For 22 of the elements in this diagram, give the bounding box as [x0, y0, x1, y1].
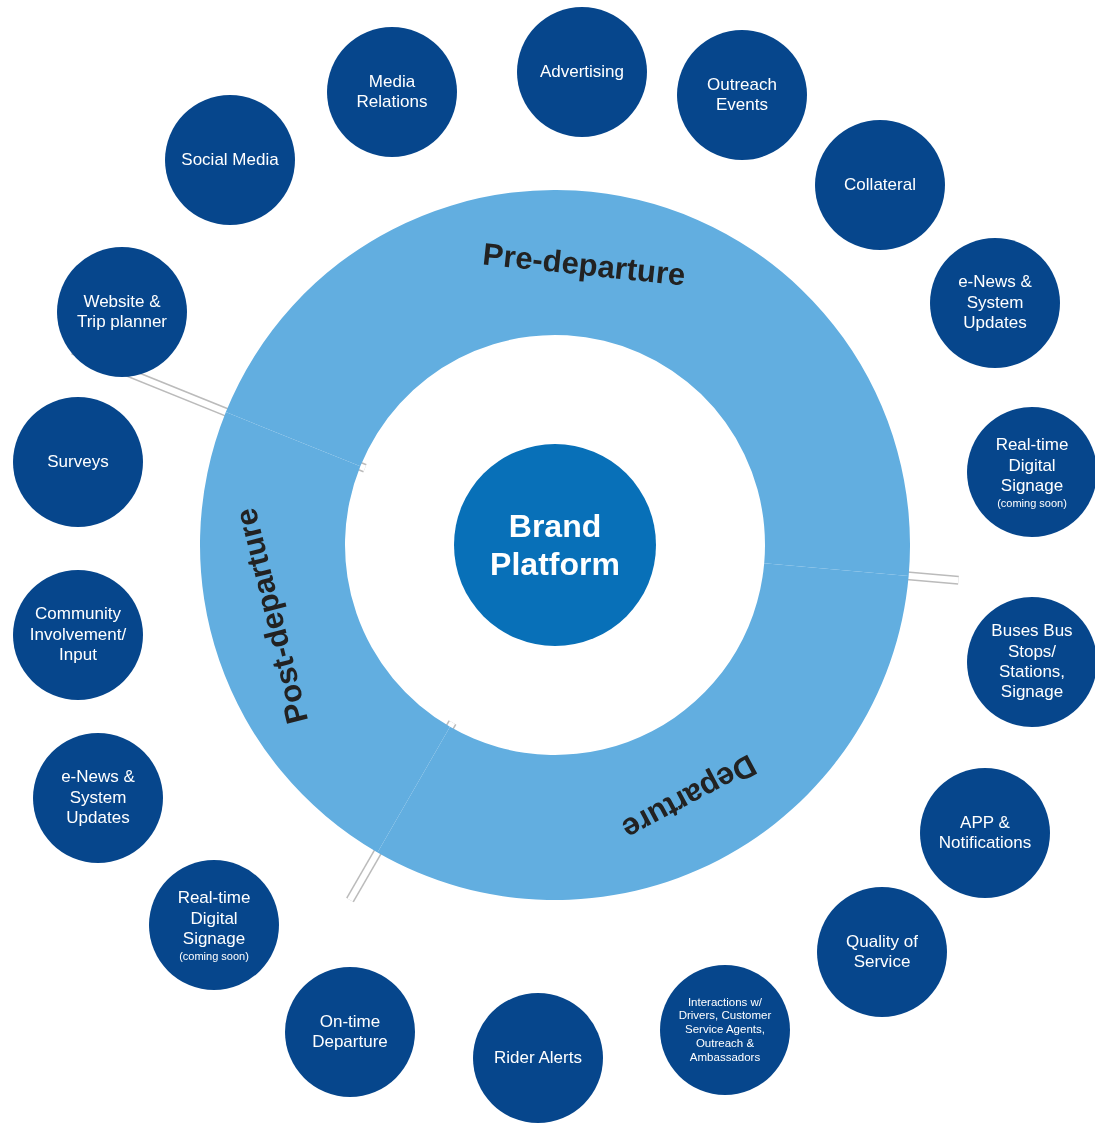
circle-label: Collateral: [844, 174, 916, 196]
circle-label: Brand Platform: [489, 506, 621, 584]
circle-label: e-News & System Updates: [957, 272, 1033, 334]
circle-label: Media Relations: [355, 71, 429, 113]
circle-label: Advertising: [539, 61, 625, 83]
segment-label: Pre-departure: [481, 236, 688, 294]
circle-label: Outreach Events: [706, 74, 778, 116]
circle-label: On-time Departure: [311, 1011, 389, 1053]
circle-label: Real-time Digital Signage: [176, 888, 252, 950]
circle-label: Community Involvement/ Input: [28, 604, 128, 666]
circle-label: Social Media: [181, 149, 279, 171]
circle-label: APP & Notifications: [937, 812, 1033, 854]
circle-label: e-News & System Updates: [60, 767, 136, 829]
circle-label: Buses Bus Stops/ Stations, Signage: [990, 621, 1074, 703]
circle-label: Rider Alerts: [494, 1047, 582, 1069]
note-text: (coming soon): [179, 949, 249, 962]
circle-label: Surveys: [47, 451, 109, 473]
circle-label: Interactions w/ Drivers, Customer Service Agents, Outreach & Ambassadors: [677, 995, 773, 1065]
note-text: (coming soon): [997, 496, 1067, 509]
circle-label: Real-time Digital Signage: [994, 435, 1070, 497]
circle-label: Website & Trip planner: [75, 291, 169, 333]
circle-label: Quality of Service: [845, 931, 919, 973]
